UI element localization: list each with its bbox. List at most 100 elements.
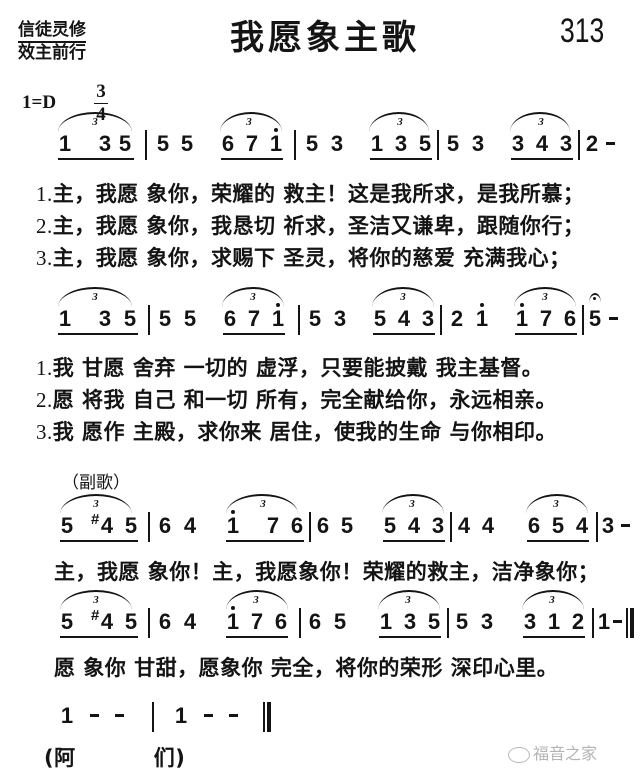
note-high: 1 <box>271 303 285 331</box>
duration-dash <box>621 524 630 527</box>
watermark-text: 福音之家 <box>533 744 598 763</box>
beam-underline <box>370 158 432 160</box>
barline <box>450 512 452 542</box>
note: 6 <box>563 306 577 331</box>
note: 3 <box>471 131 485 156</box>
lyric-line: 主，我愿 象你！主，我愿象你！荣耀的救主，洁净象你； <box>54 560 600 584</box>
duration-dash <box>229 714 238 717</box>
note: 4 <box>397 306 411 331</box>
tuplet-slur <box>382 494 444 514</box>
tuplet-mark: 3 <box>542 291 548 303</box>
note: 7 <box>245 131 259 156</box>
beam-underline <box>221 158 283 160</box>
note: 1 <box>58 306 72 331</box>
note: 5 <box>340 513 354 538</box>
tuplet-mark: 3 <box>246 116 252 128</box>
tuplet-slur <box>226 590 288 610</box>
double-barline <box>263 702 265 732</box>
beam-underline <box>383 540 445 542</box>
staff-system-2: 3 1 3 5 5 5 3 6 7 1 5 3 3 5 4 3 2 1 3 1 … <box>0 287 640 337</box>
note: 3 <box>431 513 445 538</box>
note: 1 <box>58 131 72 156</box>
note: 1 <box>174 703 188 728</box>
tuplet-mark: 3 <box>538 116 544 128</box>
lyric-line: 1.我 甘愿 舍弃 一切的 虚浮，只要能披戴 我主基督。 <box>36 356 544 380</box>
lyric-line: 愿 象你 甘甜，愿象你 完全，将你的荣形 深印心里。 <box>54 656 559 680</box>
tuplet-mark: 3 <box>549 594 555 606</box>
barline <box>148 608 150 638</box>
tuplet-slur <box>372 287 434 307</box>
beam-underline <box>523 636 585 638</box>
note: 3 <box>98 131 112 156</box>
note: 6 <box>158 513 172 538</box>
time-signature-divider <box>94 103 108 104</box>
note: 1 <box>379 609 393 634</box>
note: 3 <box>403 609 417 634</box>
sharp-icon: # <box>91 607 100 624</box>
note: 3 <box>330 131 344 156</box>
tuplet-slur <box>369 112 429 132</box>
tuplet-slur <box>220 112 282 132</box>
chat-bubble-icon <box>508 746 530 763</box>
note: 6 <box>221 131 235 156</box>
duration-dash <box>204 714 213 717</box>
tuplet-slur <box>58 112 132 132</box>
note: 5 <box>60 513 74 538</box>
barline <box>298 305 300 335</box>
note: 5 <box>124 513 138 538</box>
lyric-line: 3.我 愿作 主殿，求你来 居住，使我的生命 与你相印。 <box>36 420 557 444</box>
note: 7 <box>539 306 553 331</box>
tuplet-slur <box>378 590 440 610</box>
note: 4 <box>457 513 471 538</box>
beam-underline <box>527 540 589 542</box>
note: 5 <box>158 306 172 331</box>
tuplet-mark: 3 <box>260 498 266 510</box>
tuplet-mark: 3 <box>405 594 411 606</box>
note: 5 <box>427 609 441 634</box>
tuplet-mark: 3 <box>553 498 559 510</box>
note: 4 <box>575 513 589 538</box>
beam-underline <box>379 636 441 638</box>
subtitle-line2: 效主前行 <box>18 43 86 63</box>
note: 3 <box>421 306 435 331</box>
tuplet-slur <box>526 494 588 514</box>
tuplet-slur <box>60 494 132 514</box>
octave-dot <box>276 303 280 307</box>
note-high: 1 <box>226 606 240 634</box>
note: 4 <box>183 513 197 538</box>
note: 3 <box>511 131 525 156</box>
barline <box>299 608 301 638</box>
lyric-line: 1.主，我愿 象你，荣耀的 救主！这是我所求，是我所慕； <box>36 182 585 206</box>
tuplet-mark: 3 <box>92 116 98 128</box>
note: 2 <box>571 609 585 634</box>
note-high: 1 <box>269 128 283 156</box>
note: 5 <box>383 513 397 538</box>
note: 5 <box>305 131 319 156</box>
note: 3 <box>98 306 112 331</box>
beam-underline <box>515 333 577 335</box>
double-barline <box>630 608 634 638</box>
note: 5 <box>183 306 197 331</box>
note: 7 <box>266 513 280 538</box>
note: 7 <box>247 306 261 331</box>
subtitle-line1: 信徒灵修 <box>18 20 86 43</box>
lyric-line-amen: (阿 们) <box>44 746 186 770</box>
chorus-label: （副歌） <box>62 473 130 493</box>
barline <box>440 305 442 335</box>
note: 5 <box>124 609 138 634</box>
barline <box>592 608 594 638</box>
note: 4 <box>481 513 495 538</box>
note: 3 <box>394 131 408 156</box>
note: 3 <box>523 609 537 634</box>
note: 6 <box>274 609 288 634</box>
tuplet-slur <box>58 287 132 307</box>
note: 1 <box>60 703 74 728</box>
tuplet-slur <box>522 590 584 610</box>
note: 4 <box>535 131 549 156</box>
note: 5 <box>418 131 432 156</box>
note: 4 <box>183 609 197 634</box>
tuplet-mark: 3 <box>253 594 259 606</box>
tuplet-slur <box>510 112 570 132</box>
beam-underline <box>226 636 288 638</box>
barline <box>309 512 311 542</box>
